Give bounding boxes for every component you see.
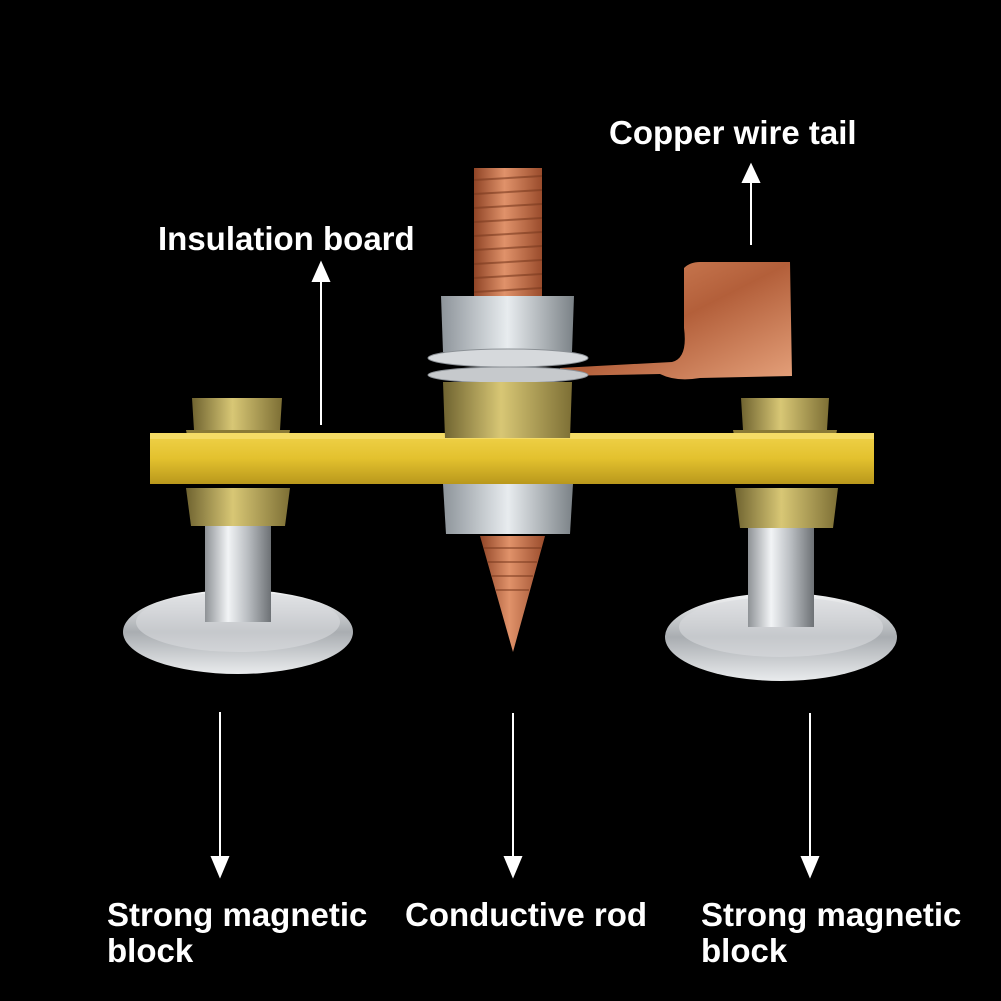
label-left-magnet-line1: Strong magnetic xyxy=(107,896,368,933)
conductive-rod-upper xyxy=(427,168,792,438)
right-magnet-post xyxy=(748,522,814,627)
arrow-copper-wire-tail xyxy=(741,162,761,245)
right-lower-nut xyxy=(735,488,838,528)
copper-wire-tail xyxy=(560,262,792,380)
label-insulation-board: Insulation board xyxy=(158,220,415,257)
label-right-magnet-line2: block xyxy=(701,932,788,969)
insulation-board xyxy=(150,433,874,484)
label-right-magnet: Strong magnetic block xyxy=(701,897,961,969)
arrow-right-magnet xyxy=(800,713,820,879)
left-magnet-post xyxy=(205,520,271,622)
right-upper-nut xyxy=(741,398,829,430)
arrow-left-magnet xyxy=(210,712,230,879)
center-top-nut xyxy=(441,296,574,352)
center-washer xyxy=(427,348,589,368)
center-brass-nut xyxy=(443,382,572,438)
label-left-magnet: Strong magnetic block xyxy=(107,897,367,969)
left-upper-nut xyxy=(192,398,282,430)
conductive-rod-tip xyxy=(480,536,545,652)
right-magnet-assembly xyxy=(665,398,897,681)
center-lower-nut xyxy=(443,484,573,534)
conductive-rod-lower xyxy=(443,484,573,652)
arrow-insulation-board xyxy=(311,260,331,425)
label-copper-wire-tail: Copper wire tail xyxy=(609,114,857,151)
arrow-conductive-rod xyxy=(503,713,523,879)
label-left-magnet-line2: block xyxy=(107,932,194,969)
label-right-magnet-line1: Strong magnetic xyxy=(701,896,962,933)
left-lower-nut xyxy=(186,488,290,526)
label-conductive-rod: Conductive rod xyxy=(405,896,648,933)
